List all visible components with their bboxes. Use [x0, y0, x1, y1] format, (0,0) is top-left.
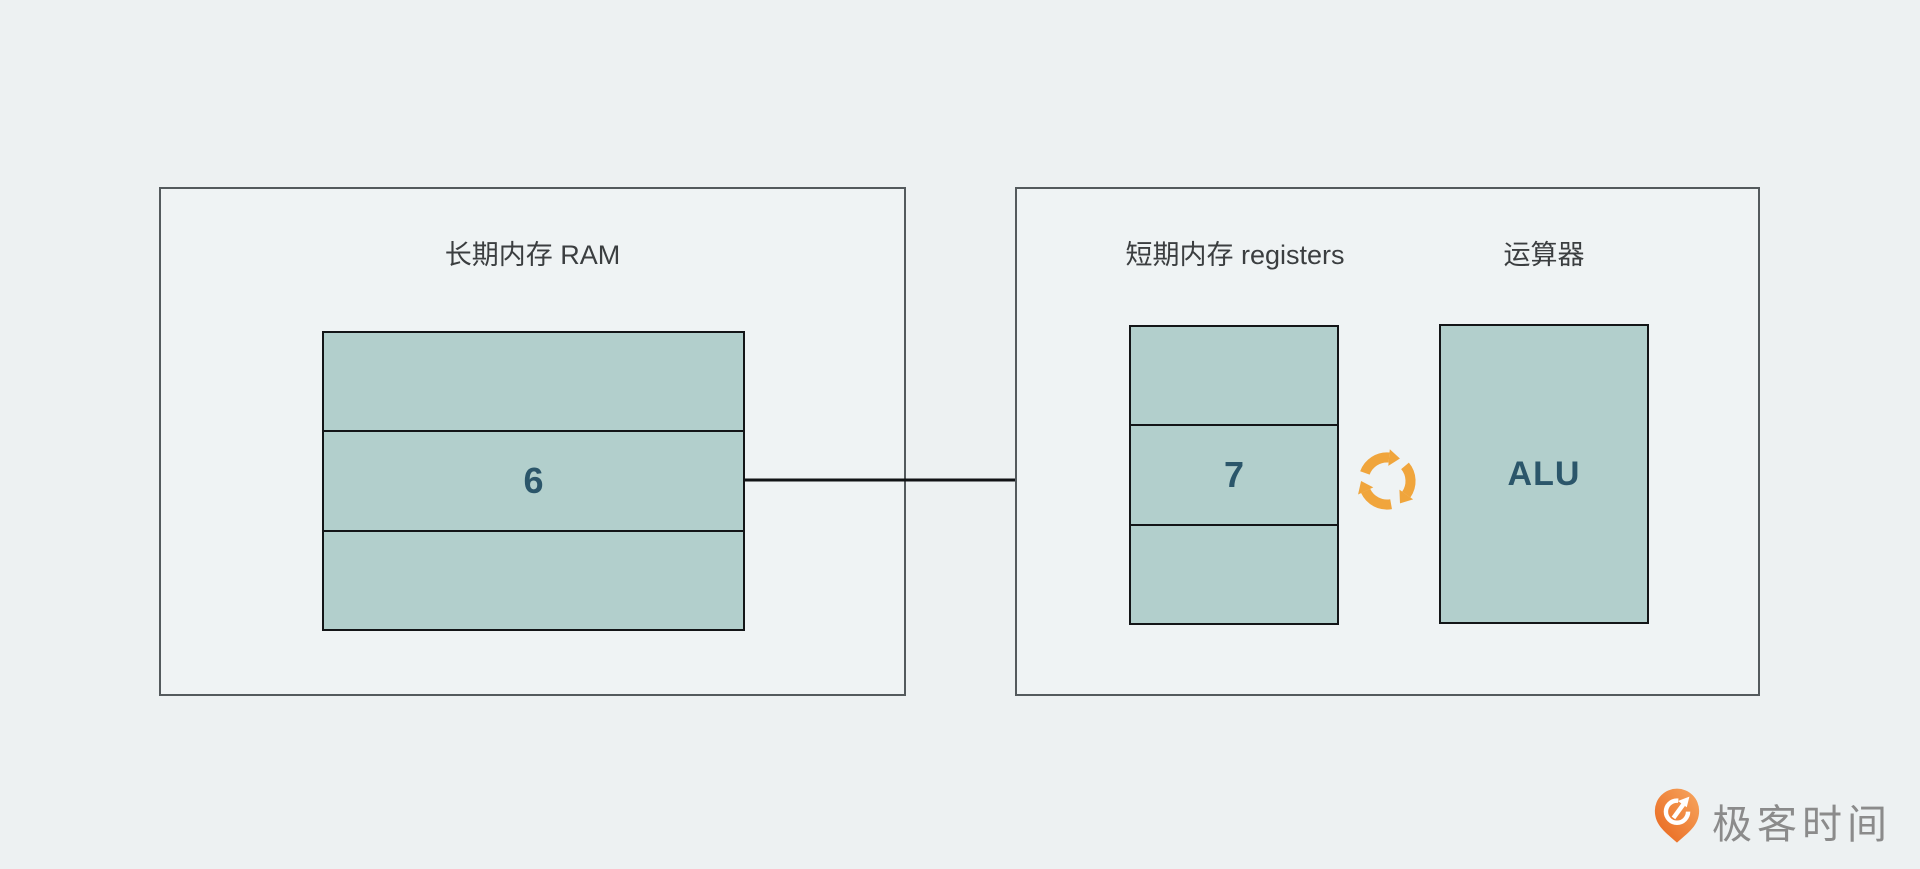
alu-box: ALU: [1439, 324, 1649, 624]
ram-cell-2: [324, 529, 743, 629]
geektime-logo: 极客时间: [1650, 786, 1900, 850]
registers-title: 短期内存 registers: [1125, 240, 1345, 270]
geektime-pin-icon: [1654, 788, 1700, 843]
register-cell-1: 7: [1131, 424, 1337, 523]
register-cell-0: [1131, 327, 1337, 424]
ram-panel: 长期内存 RAM 6: [159, 187, 906, 696]
ram-stack: 6: [322, 331, 745, 631]
alu-label: ALU: [1507, 454, 1581, 493]
ram-cell-1: 6: [324, 430, 743, 529]
geektime-logo-text: 极客时间: [1712, 803, 1892, 847]
circular-arrows-icon: [1358, 449, 1416, 510]
registers-stack: 7: [1129, 325, 1339, 625]
register-cell-2: [1131, 523, 1337, 623]
ram-panel-title: 长期内存 RAM: [444, 240, 621, 270]
ram-cell-0: [324, 333, 743, 430]
cpu-panel: 短期内存 registers 运算器 7: [1015, 187, 1760, 696]
alu-title: 运算器: [1503, 240, 1585, 270]
